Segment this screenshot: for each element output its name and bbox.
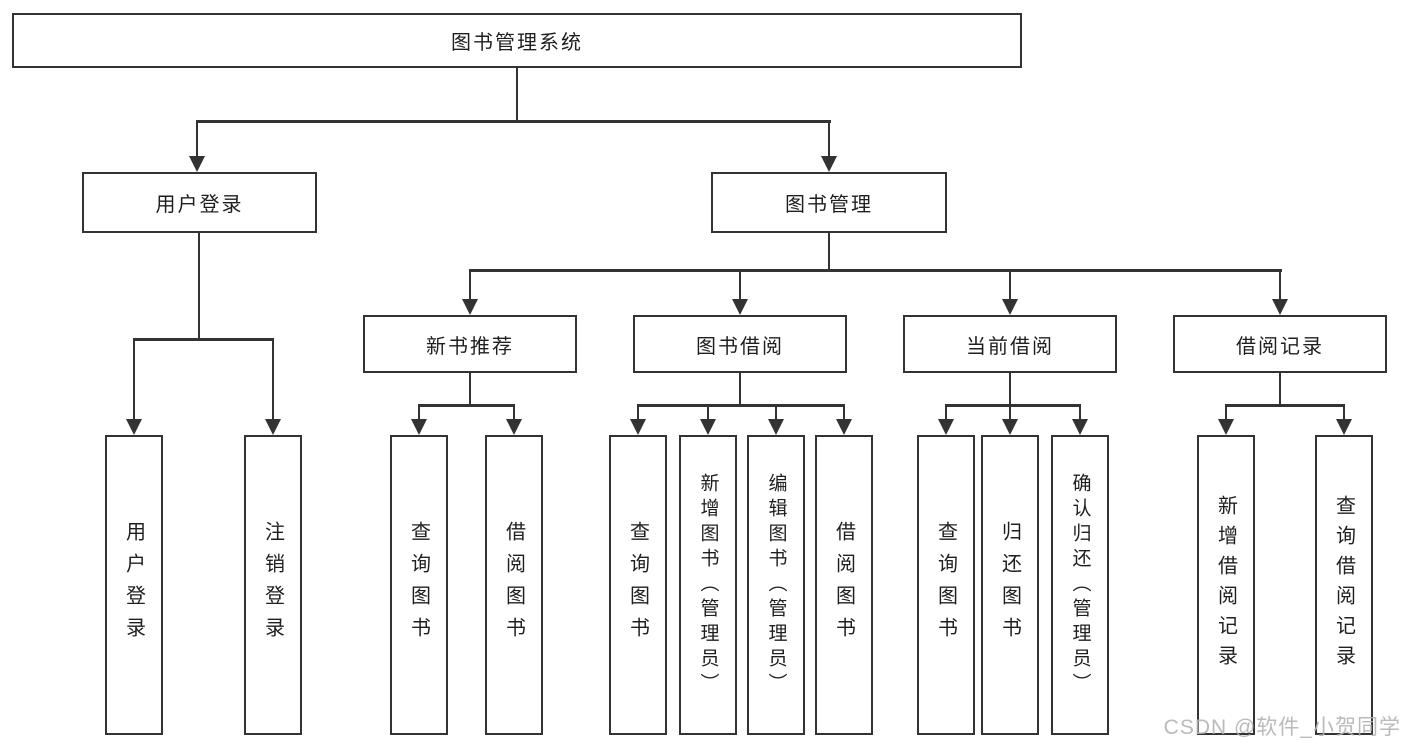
- arrowhead-icon: [700, 419, 716, 435]
- arrowhead-icon: [506, 419, 522, 435]
- connector-line: [945, 404, 947, 421]
- connector-line: [1279, 269, 1281, 301]
- connector-line: [513, 404, 515, 421]
- leaf-query-book-1: 查询图书: [390, 435, 448, 735]
- connector-line: [828, 233, 830, 271]
- arrowhead-icon: [630, 419, 646, 435]
- connector-line: [469, 269, 471, 301]
- leaf-add-borrow-record: 新增借阅记录: [1197, 435, 1255, 735]
- connector-line: [1009, 373, 1011, 406]
- arrowhead-icon: [1002, 419, 1018, 435]
- connector-line: [739, 373, 741, 406]
- node-root: 图书管理系统: [12, 13, 1022, 68]
- node-current-borrow: 当前借阅: [903, 315, 1117, 373]
- connector-line: [707, 404, 709, 421]
- node-new-book-recommend: 新书推荐: [363, 315, 577, 373]
- arrowhead-icon: [836, 419, 852, 435]
- connector-line: [828, 120, 830, 159]
- arrowhead-icon: [938, 419, 954, 435]
- arrowhead-icon: [768, 419, 784, 435]
- arrowhead-icon: [1002, 299, 1018, 315]
- connector-line: [133, 338, 135, 421]
- node-book-borrow: 图书借阅: [633, 315, 847, 373]
- arrowhead-icon: [1218, 419, 1234, 435]
- connector-line: [469, 373, 471, 406]
- connector-line: [1343, 404, 1345, 421]
- connector-line: [1079, 404, 1081, 421]
- connector-line: [1225, 404, 1227, 421]
- arrowhead-icon: [462, 299, 478, 315]
- connector-line: [418, 404, 515, 407]
- connector-line: [133, 338, 274, 341]
- connector-line: [196, 120, 831, 123]
- connector-line: [1009, 404, 1011, 421]
- connector-line: [516, 68, 518, 122]
- connector-line: [272, 338, 274, 421]
- connector-line: [775, 404, 777, 421]
- connector-line: [1279, 373, 1281, 406]
- leaf-logout: 注销登录: [244, 435, 302, 735]
- leaf-confirm-return-admin: 确认归还（管理员）: [1051, 435, 1109, 735]
- node-user-login: 用户登录: [82, 172, 317, 233]
- connector-line: [739, 269, 741, 301]
- arrowhead-icon: [821, 156, 837, 172]
- leaf-borrow-book-1: 借阅图书: [485, 435, 543, 735]
- connector-line: [418, 404, 420, 421]
- leaf-query-book-2: 查询图书: [609, 435, 667, 735]
- arrowhead-icon: [1272, 299, 1288, 315]
- connector-line: [637, 404, 845, 407]
- leaf-borrow-book-2: 借阅图书: [815, 435, 873, 735]
- node-borrow-records: 借阅记录: [1173, 315, 1387, 373]
- leaf-query-book-3: 查询图书: [917, 435, 975, 735]
- leaf-edit-book-admin: 编辑图书（管理员）: [747, 435, 805, 735]
- arrowhead-icon: [126, 419, 142, 435]
- connector-line: [469, 269, 1282, 272]
- connector-line: [198, 233, 200, 340]
- arrowhead-icon: [732, 299, 748, 315]
- connector-line: [637, 404, 639, 421]
- leaf-user-login: 用户登录: [105, 435, 163, 735]
- arrowhead-icon: [265, 419, 281, 435]
- node-book-management: 图书管理: [711, 172, 947, 233]
- arrowhead-icon: [189, 156, 205, 172]
- connector-line: [843, 404, 845, 421]
- connector-line: [945, 404, 1081, 407]
- connector-line: [1009, 269, 1011, 301]
- arrowhead-icon: [411, 419, 427, 435]
- leaf-return-book: 归还图书: [981, 435, 1039, 735]
- csdn-watermark: CSDN @软件_小贺同学: [1163, 716, 1401, 739]
- leaf-add-book-admin: 新增图书（管理员）: [679, 435, 737, 735]
- connector-line: [1225, 404, 1345, 407]
- arrowhead-icon: [1072, 419, 1088, 435]
- arrowhead-icon: [1336, 419, 1352, 435]
- leaf-query-borrow-record: 查询借阅记录: [1315, 435, 1373, 735]
- connector-line: [196, 120, 198, 159]
